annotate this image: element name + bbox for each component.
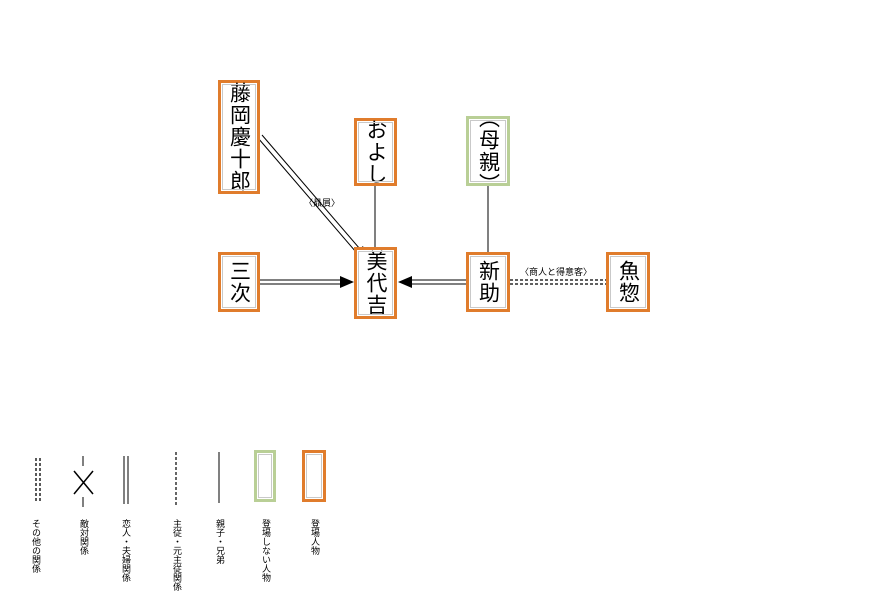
legend-symbol-hostile: [73, 456, 94, 507]
node-oyoshi-label: およし: [364, 119, 388, 185]
node-shinsuke-label: 新助: [476, 260, 501, 304]
legend-symbol-lovers: [123, 456, 129, 504]
node-fujioka-label: 藤岡慶十郎: [227, 82, 252, 192]
node-miyokichi-label: 美代吉: [364, 250, 388, 316]
edge-shinsuke-uoso: [510, 279, 606, 285]
legend-label-hostile: 敵対関係: [78, 519, 88, 555]
legend-symbol-other: [35, 458, 41, 503]
legend-label-lovers: 恋人・夫婦関係: [120, 519, 130, 582]
legend-label-family: 親子・兄弟: [214, 519, 224, 564]
node-shinsuke: 新助: [466, 252, 510, 312]
node-sanji-label: 三次: [227, 260, 252, 304]
node-uoso-label: 魚惣: [616, 260, 641, 304]
node-mother-label: （母親）: [476, 107, 501, 195]
legend-label-not-appearing: 登場しない人物: [260, 519, 270, 582]
node-fujioka: 藤岡慶十郎: [218, 80, 260, 194]
edge-shinsuke-miyokichi: [398, 276, 466, 288]
legend-symbol-appearing: [302, 450, 326, 502]
edge-sanji-miyokichi: [260, 276, 354, 288]
legend-label-other: その他の関係: [30, 519, 40, 573]
legend-symbol-not-appearing: [254, 450, 276, 502]
legend-label-master: 主従・元主従関係: [171, 519, 181, 591]
edge-label-patron: 〈贔屓〉: [304, 199, 341, 209]
legend-label-appearing: 登場人物: [309, 519, 319, 555]
node-uoso: 魚惣: [606, 252, 650, 312]
node-sanji: 三次: [218, 252, 260, 312]
edge-label-merchant: 〈商人と得意客〉: [520, 268, 593, 278]
node-miyokichi: 美代吉: [354, 247, 397, 319]
node-mother: （母親）: [466, 107, 510, 195]
node-oyoshi: およし: [354, 118, 397, 186]
